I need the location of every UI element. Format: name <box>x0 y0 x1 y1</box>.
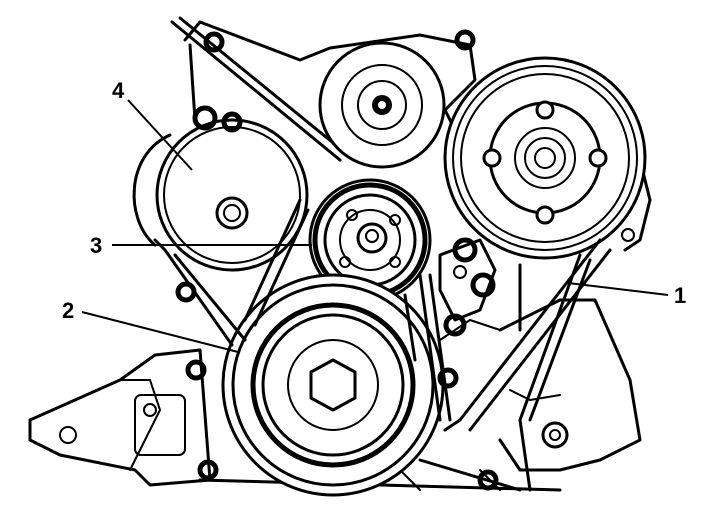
crankshaft-pulley <box>221 273 445 497</box>
leader-line-4 <box>127 99 193 171</box>
leader-line-2 <box>81 311 239 353</box>
belt-tensioner <box>438 237 497 337</box>
block-bolts <box>59 29 635 491</box>
bolt-icon <box>470 272 496 298</box>
callout-leaders <box>81 99 669 353</box>
bolt-icon <box>197 459 219 481</box>
bolt-icon <box>192 105 218 131</box>
drive-belts <box>153 198 612 492</box>
idler-pulley-top <box>318 41 446 169</box>
callout-3: 3 <box>90 233 102 258</box>
bolt-hole-icon <box>59 426 77 444</box>
bolt-hole-icon <box>621 228 635 242</box>
ac-compressor-pulley <box>443 56 647 260</box>
callout-4: 4 <box>112 78 125 103</box>
bolt-hole-icon <box>143 403 157 417</box>
callout-1: 1 <box>674 283 686 308</box>
bolt-icon <box>482 148 502 168</box>
alternator-pulley <box>132 105 309 272</box>
bolt-icon <box>477 469 499 491</box>
bolt-icon <box>221 111 243 133</box>
bolt-icon <box>443 313 467 337</box>
callout-2: 2 <box>62 298 74 323</box>
bolt-icon <box>452 237 478 263</box>
bolt-icon <box>185 359 207 381</box>
bolt-icon <box>454 29 476 51</box>
bolt-icon <box>175 281 197 303</box>
bolt-icon <box>437 367 459 389</box>
leader-line-1 <box>567 282 669 296</box>
bolt-hole-icon <box>541 421 569 449</box>
bolt-icon <box>203 31 225 53</box>
bolt-icon <box>535 100 555 120</box>
bolt-icon <box>588 148 608 168</box>
bolt-icon <box>535 205 555 225</box>
